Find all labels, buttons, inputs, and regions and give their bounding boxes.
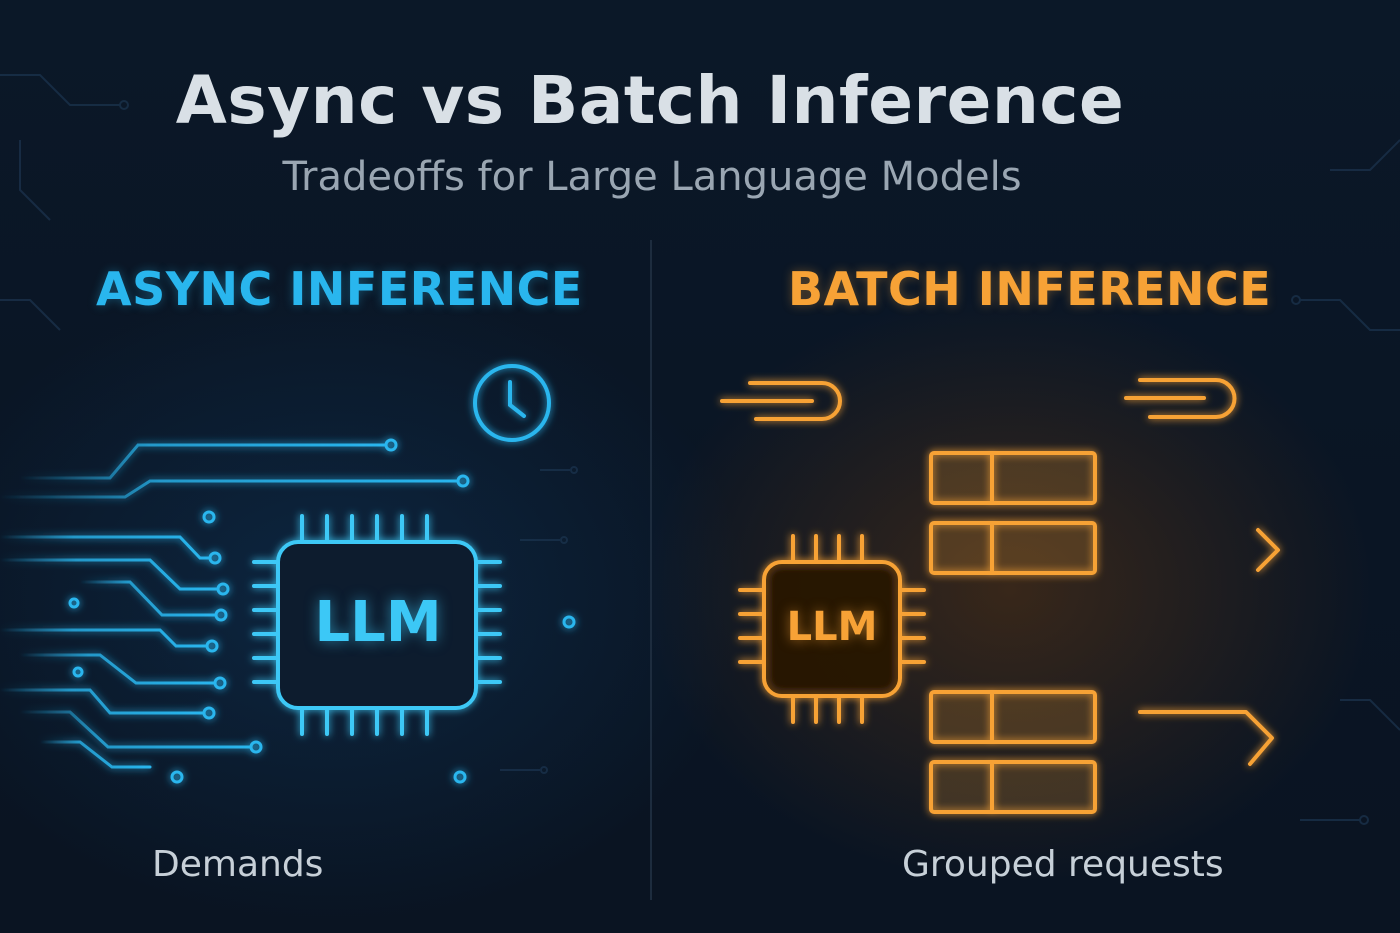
batch-output-arrows (925, 528, 1280, 766)
page-title: Async vs Batch Inference (175, 62, 1125, 139)
async-heading: ASYNC INFERENCE (96, 262, 583, 316)
async-llm-chip (252, 514, 502, 736)
batch-chip-label: LLM (786, 604, 878, 650)
batch-heading: BATCH INFERENCE (788, 262, 1272, 316)
async-chip-label: LLM (314, 590, 442, 655)
async-caption: Demands (152, 844, 324, 885)
batch-block-3 (929, 690, 1097, 744)
async-request-traces (0, 438, 576, 784)
batch-block-1 (929, 451, 1097, 505)
batch-llm-chip (738, 534, 926, 724)
page-subtitle: Tradeoffs for Large Language Models (282, 154, 1022, 200)
batch-request-blocks (929, 451, 1097, 814)
batch-block-4 (929, 760, 1097, 814)
arrow-curve-lower (1138, 710, 1274, 766)
speed-lines-icon (720, 381, 842, 421)
arrow-head-upper (1256, 528, 1280, 572)
background-circuit-traces (0, 74, 1400, 825)
speed-lines-icon-right (1124, 378, 1237, 419)
clock-icon (473, 364, 551, 442)
batch-block-2 (929, 521, 1097, 575)
batch-caption: Grouped requests (902, 844, 1224, 885)
